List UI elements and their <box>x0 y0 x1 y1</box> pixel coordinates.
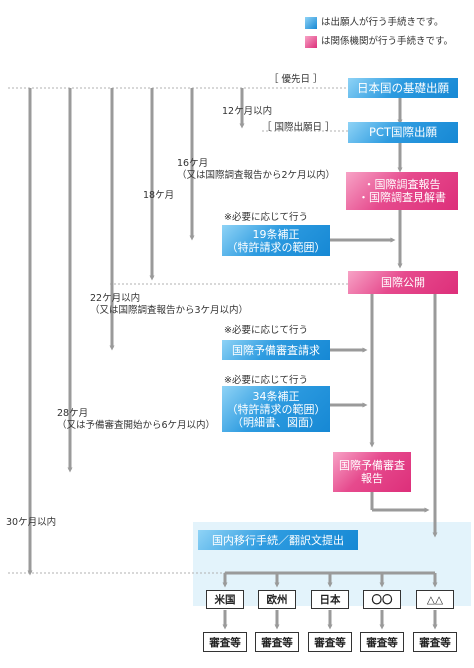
if-needed-label-3: ※必要に応じて行う <box>224 375 308 386</box>
month-30-label: 30ケ月以内 <box>6 517 57 528</box>
exam-box-jp: 審査等 <box>308 632 352 652</box>
legend-office-text: は関係機関が行う手続きです。 <box>321 36 454 47</box>
if-needed-label-2: ※必要に応じて行う <box>224 325 308 336</box>
legend-pink-swatch <box>305 36 317 48</box>
ipe-request-box: 国際予備審査請求 <box>222 340 330 360</box>
priority-date-label: ［ 優先日 ］ <box>269 74 323 85</box>
exam-box-us: 審査等 <box>203 632 247 652</box>
national-phase-box: 国内移行手続／翻訳文提出 <box>198 530 358 550</box>
legend-blue-swatch <box>305 17 317 29</box>
month-28-label: 28ケ月 （又は予備審査開始から6ケ月以内） <box>57 408 216 431</box>
legend-applicant-text: は出願人が行う手続きです。 <box>321 17 444 28</box>
country-box-other1: 〇〇 <box>363 590 401 609</box>
within-12-label: 12ケ月以内 <box>222 106 273 117</box>
isr-box: ・国際調査報告 ・国際調査見解書 <box>346 172 458 210</box>
country-box-jp: 日本 <box>311 590 349 609</box>
month-18-label: 18ケ月 <box>143 190 175 201</box>
basic-application-box: 日本国の基礎出願 <box>348 78 458 98</box>
iper-box: 国際予備審査 報告 <box>333 452 411 492</box>
exam-box-other2: 審査等 <box>413 632 457 652</box>
country-box-eu: 欧州 <box>258 590 296 609</box>
article19-box: 19条補正 （特許請求の範囲） <box>222 225 330 256</box>
month-22-label: 22ケ月以内 （又は国際調査報告から3ケ月以内） <box>90 293 249 316</box>
country-box-other2: △△ <box>416 590 454 609</box>
if-needed-label-1: ※必要に応じて行う <box>224 212 308 223</box>
country-box-us: 米国 <box>206 590 244 609</box>
pct-application-box: PCT国際出願 <box>348 122 458 143</box>
intl-filing-date-label: ［ 国際出願日 ］ <box>262 122 335 133</box>
publication-box: 国際公開 <box>348 271 458 294</box>
article34-box: 34条補正 （特許請求の範囲） （明細書、図面） <box>222 386 330 432</box>
month-16-label: 16ケ月 （又は国際調査報告から2ケ月以内） <box>177 158 336 181</box>
exam-box-eu: 審査等 <box>255 632 299 652</box>
exam-box-other1: 審査等 <box>360 632 404 652</box>
